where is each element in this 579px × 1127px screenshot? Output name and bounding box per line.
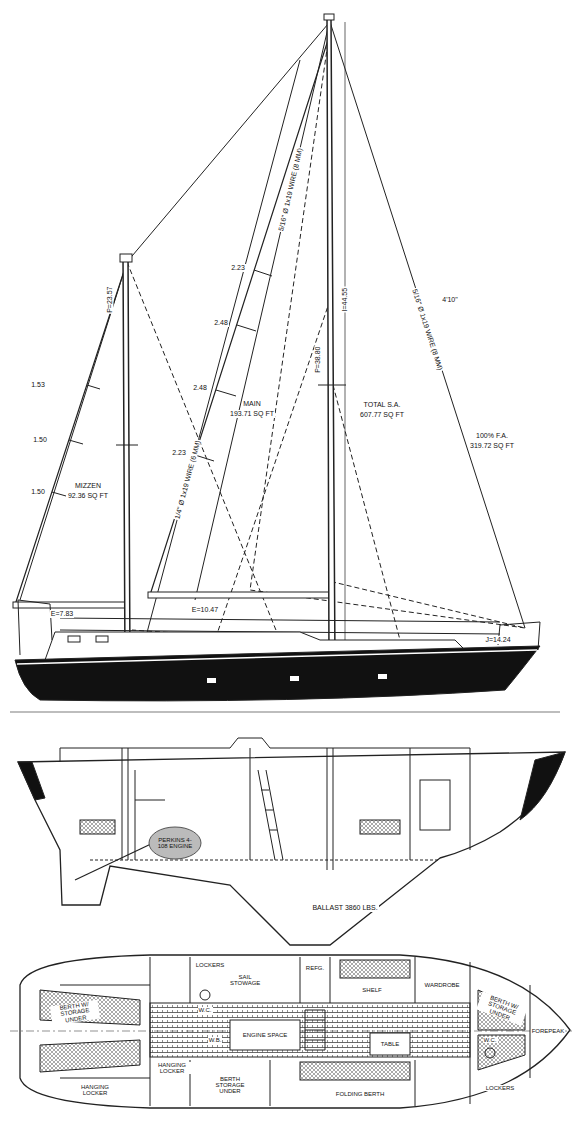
dimension-label: 5/16" Ø 1x19 WIRE (8 MM) — [410, 287, 444, 372]
dimension-label: LOCKERS — [485, 1085, 516, 1091]
dimension-label: PERKINS 4-108 ENGINE — [154, 837, 196, 850]
dimension-label: LOCKERS — [195, 962, 226, 968]
dimension-label: WARDROBE — [423, 982, 460, 988]
dimension-label: P=38.80 — [314, 346, 321, 374]
dimension-label: W.C. — [483, 1037, 498, 1043]
dimension-label: SAIL STOWAGE — [229, 974, 261, 987]
dimension-label: 4'10" — [441, 296, 459, 303]
dimension-label: BERTH STORAGE UNDER — [210, 1076, 250, 1095]
dimension-label: 1.53 — [30, 381, 46, 388]
dimension-label: TABLE — [380, 1041, 401, 1047]
dimension-label: 193.71 SQ FT — [229, 410, 275, 417]
dimension-label: E=10.47 — [191, 606, 219, 613]
dimension-label: FOREPEAK — [531, 1028, 566, 1034]
dimension-label: 2.23 — [171, 449, 187, 456]
dimension-label: 1.50 — [30, 488, 46, 495]
dimension-label: MAIN — [242, 400, 262, 407]
dimension-label: W.C. — [198, 1007, 213, 1013]
dimension-label: 2.48 — [213, 319, 229, 326]
dimension-label: 607.77 SQ FT — [359, 411, 405, 418]
dimension-label: 2.23 — [230, 264, 246, 271]
dimension-label: I=44.55 — [341, 287, 348, 313]
dimension-label: 319.72 SQ FT — [469, 442, 515, 449]
dimension-label: P=23.57 — [106, 286, 113, 314]
dimension-label: TOTAL S.A. — [363, 401, 402, 408]
dimension-label: 92.36 SQ FT — [67, 492, 109, 499]
dimension-label: 2.48 — [192, 384, 208, 391]
dimension-label: FOLDING BERTH — [335, 1091, 386, 1097]
dimension-label: 100% F.A. — [475, 432, 509, 439]
dimension-label: J=14.24 — [484, 636, 511, 643]
dimension-label: ENGINE SPACE — [242, 1032, 289, 1038]
dimension-label: HANGING LOCKER — [153, 1062, 191, 1075]
dimension-label: E=7.83 — [50, 610, 74, 617]
dimension-label: 1.50 — [32, 436, 48, 443]
dimension-label: HANGING LOCKER — [75, 1084, 115, 1097]
dimension-label: MIZZEN — [74, 482, 102, 489]
dimension-label: W.B. — [208, 1037, 223, 1043]
dimension-label: BALLAST 3860 LBS. — [311, 904, 378, 911]
dimension-label: REFG. — [305, 965, 325, 971]
dimension-label: SHELF — [361, 987, 382, 993]
